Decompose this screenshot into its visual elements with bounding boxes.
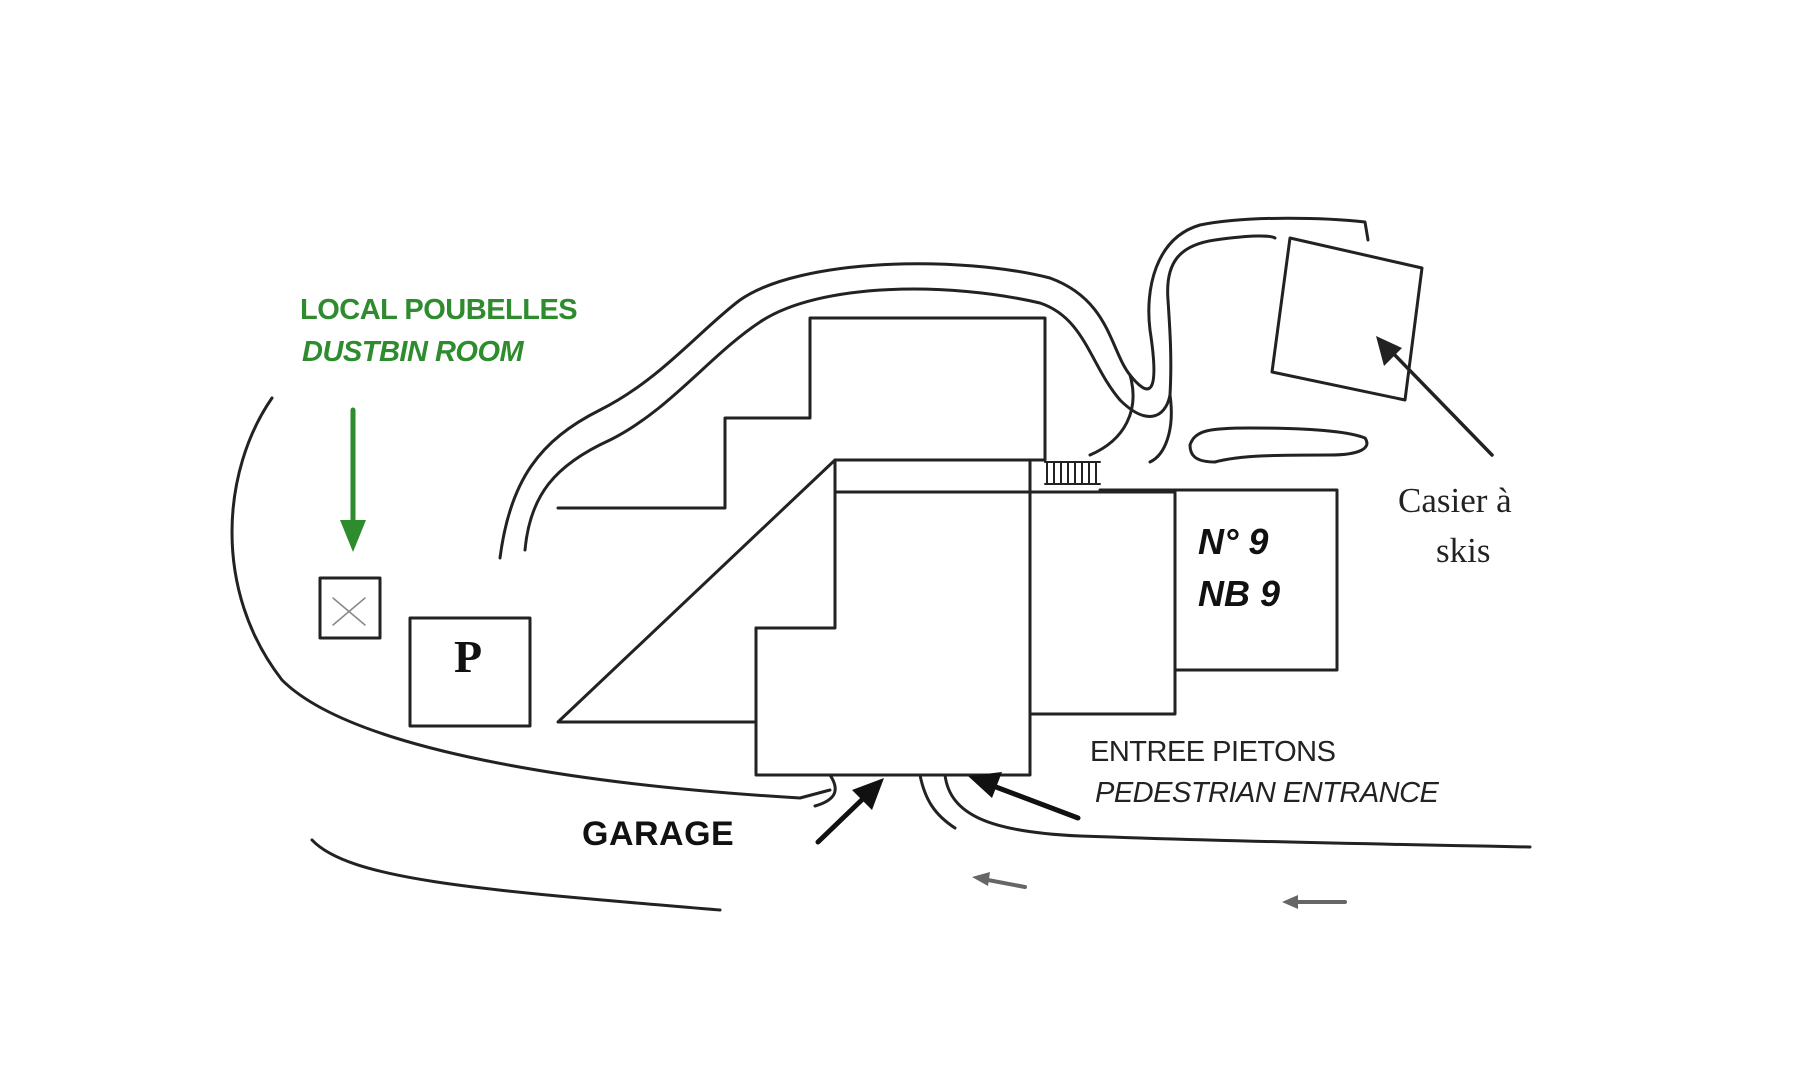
dustbin-x-box-icon xyxy=(318,576,382,640)
ski-locker-arrow-icon xyxy=(1376,336,1494,457)
ski-locker-path xyxy=(1188,426,1369,464)
left-boundary-curve xyxy=(230,396,832,800)
road-lower-edge xyxy=(310,838,722,912)
road-right-edge xyxy=(943,773,1532,849)
ski-locker-box xyxy=(1270,236,1424,402)
driveway-right-edge xyxy=(918,773,957,830)
pedestrian-entrance-label-en: PEDESTRIAN ENTRANCE xyxy=(1095,777,1439,809)
path-to-building-right xyxy=(1148,393,1173,464)
dustbin-label-fr: LOCAL POUBELLES xyxy=(300,294,578,326)
dustbin-x-line xyxy=(332,597,366,626)
parking-label: P xyxy=(454,631,483,682)
building-number-en: NB 9 xyxy=(1198,573,1281,614)
footpath-outer xyxy=(498,216,1370,560)
ski-locker-label-line2: skis xyxy=(1436,531,1491,570)
main-building-outline xyxy=(556,316,1047,724)
left-arrow-icon xyxy=(1282,895,1347,909)
dustbin-label-en: DUSTBIN ROOM xyxy=(302,336,524,368)
garage-arrow-icon xyxy=(815,778,884,845)
stairs-hatch xyxy=(1044,461,1101,485)
footpath-inner xyxy=(523,234,1277,552)
parking-box xyxy=(408,616,532,728)
right-building-block xyxy=(1028,490,1177,716)
path-to-building-left xyxy=(1088,373,1135,457)
pedestrian-arrow-icon xyxy=(968,772,1081,821)
left-arrow-icon xyxy=(972,872,1027,889)
building-nb9-block xyxy=(1173,488,1339,672)
driveway-left-edge xyxy=(813,773,837,808)
ski-locker-label-line1: Casier à xyxy=(1398,481,1512,520)
building-number-fr: N° 9 xyxy=(1198,521,1269,562)
garage-label: GARAGE xyxy=(582,815,735,853)
pedestrian-entrance-label-fr: ENTREE PIETONS xyxy=(1090,736,1336,768)
dustbin-arrow-icon xyxy=(340,407,366,552)
garage-block-outline xyxy=(754,490,1032,777)
